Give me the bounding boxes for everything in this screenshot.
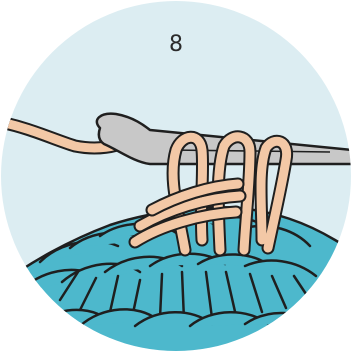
step-number: 8: [0, 34, 352, 56]
